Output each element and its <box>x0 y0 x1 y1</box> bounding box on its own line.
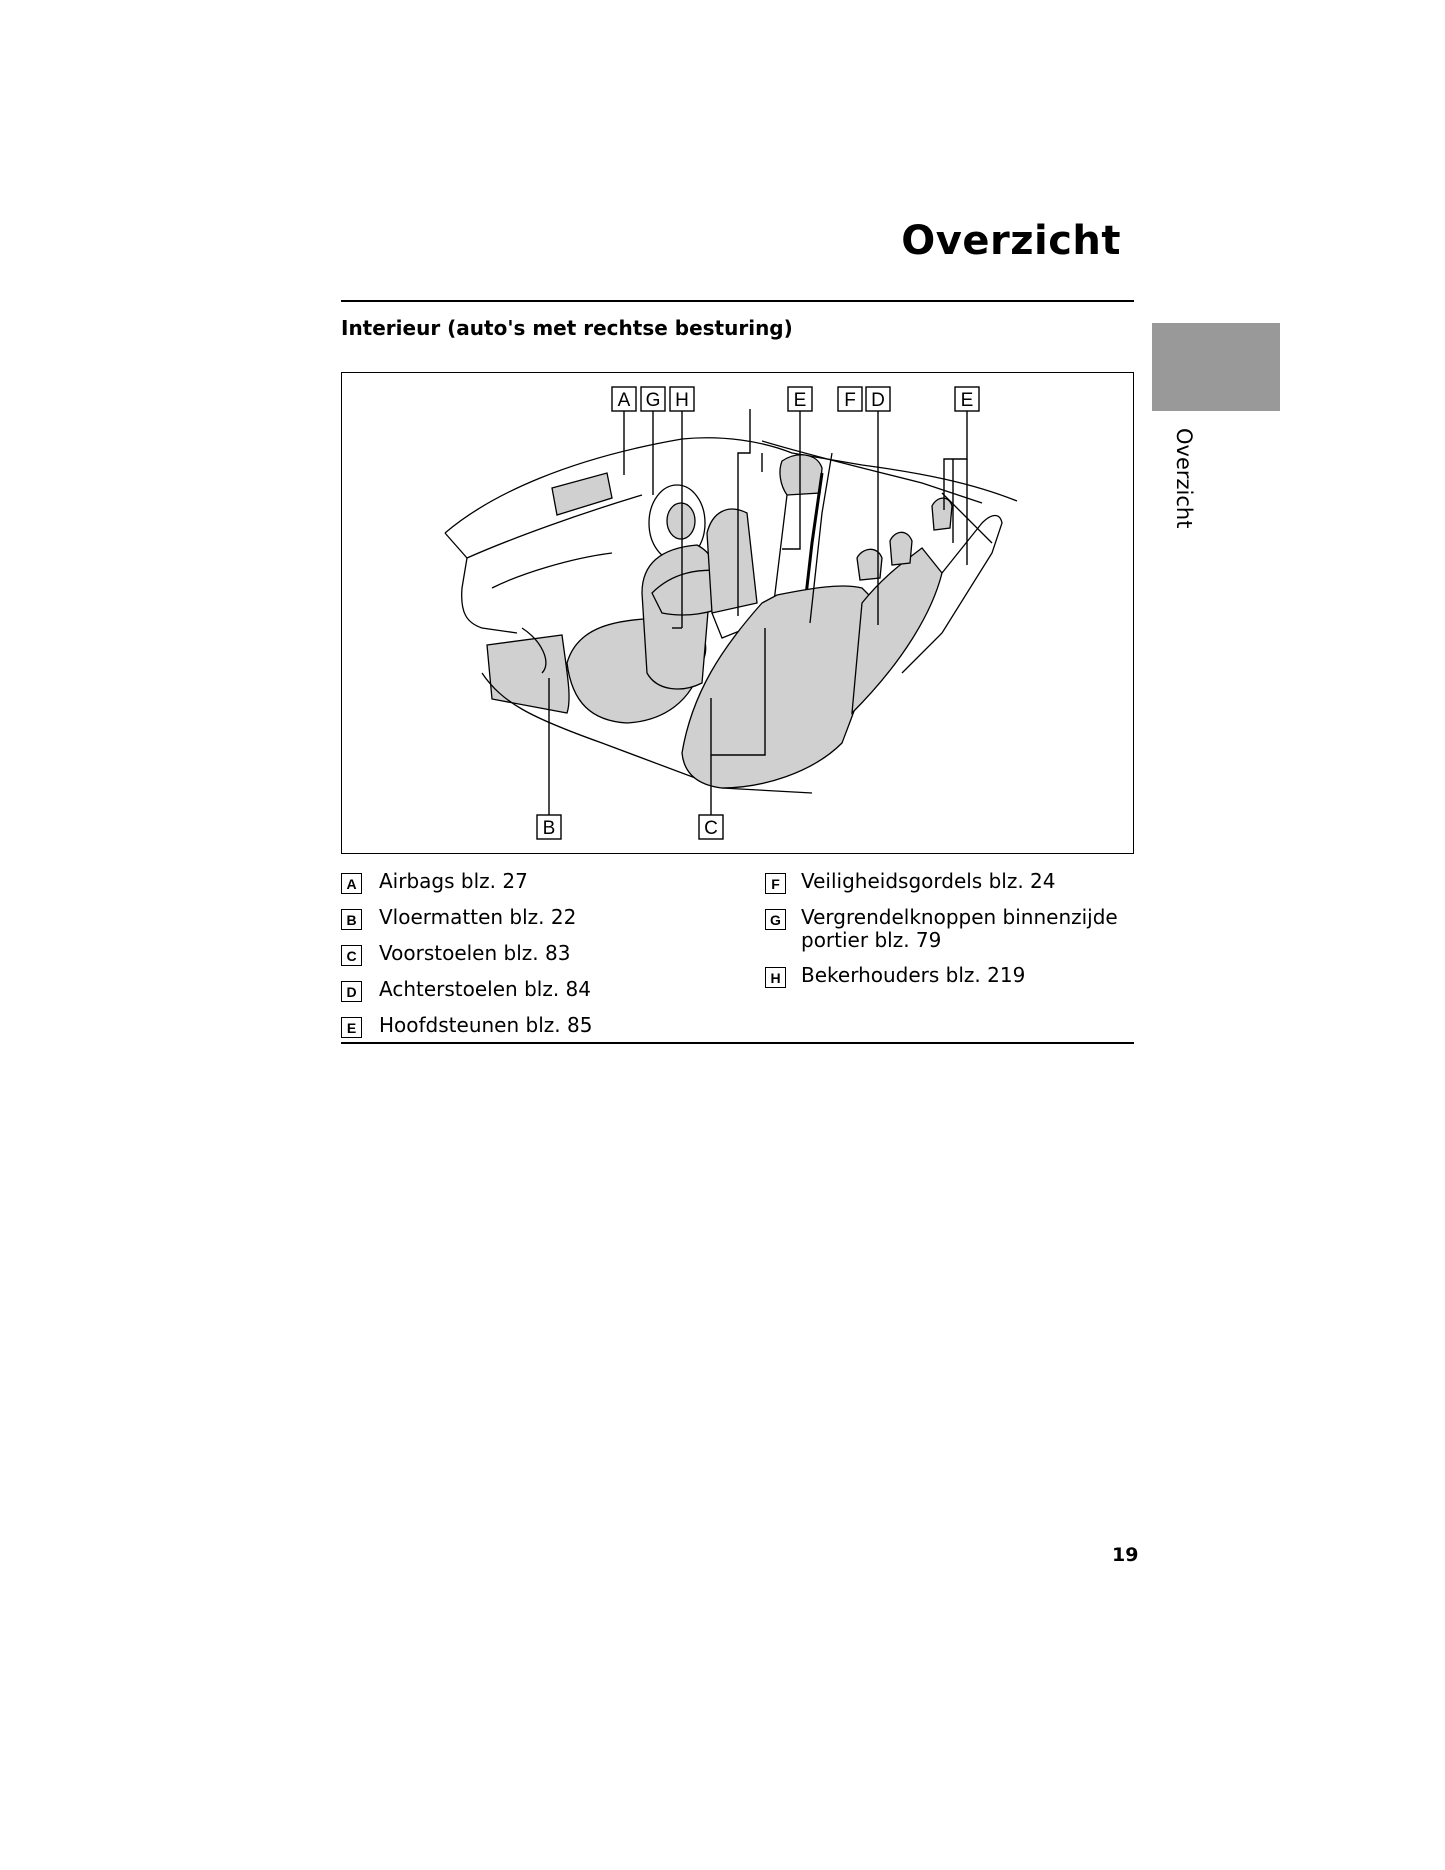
legend-item: E Hoofdsteunen blz. 85 <box>341 1014 592 1038</box>
callout-top-4: E <box>794 390 807 411</box>
rear-headrest-3 <box>931 497 953 531</box>
front-seat-back <box>641 544 714 690</box>
callout-top-5: F <box>844 390 856 411</box>
legend-key: D <box>341 981 362 1002</box>
callout-top-7: E <box>961 390 974 411</box>
legend-text: Airbags blz. 27 <box>379 869 528 893</box>
legend-text: Hoofdsteunen blz. 85 <box>379 1013 593 1037</box>
rear-seatback <box>851 547 943 715</box>
driver-seat-back <box>706 508 758 614</box>
legend-item: A Airbags blz. 27 <box>341 870 592 894</box>
legend-key: G <box>765 909 786 930</box>
legend-right: F Veiligheidsgordels blz. 24 G Vergrende… <box>765 870 1131 1000</box>
legend-item: C Voorstoelen blz. 83 <box>341 942 592 966</box>
page-number: 19 <box>1112 1544 1139 1566</box>
legend-key: E <box>341 1017 362 1038</box>
side-tab <box>1152 323 1280 411</box>
legend-text: Vergrendelknoppen binnenzijde portier bl… <box>801 905 1118 952</box>
callout-top-6: D <box>871 390 885 411</box>
page-title: Overzicht <box>901 218 1121 264</box>
legend-item: D Achterstoelen blz. 84 <box>341 978 592 1002</box>
section-heading: Interieur (auto's met rechtse besturing) <box>341 316 793 340</box>
legend-left: A Airbags blz. 27 B Vloermatten blz. 22 … <box>341 870 592 1050</box>
rear-headrest-2 <box>889 531 913 566</box>
callout-top-1: A <box>618 390 631 411</box>
legend-key: F <box>765 873 786 894</box>
legend-text: Bekerhouders blz. 219 <box>801 963 1026 987</box>
legend-text: Voorstoelen blz. 83 <box>379 941 571 965</box>
callout-top-2: G <box>646 390 661 411</box>
legend-item: G Vergrendelknoppen binnenzijde portier … <box>765 906 1131 952</box>
legend-text: Veiligheidsgordels blz. 24 <box>801 869 1056 893</box>
screen <box>551 472 613 516</box>
legend-key: A <box>341 873 362 894</box>
side-tab-label: Overzicht <box>1172 428 1196 529</box>
callout-top-3: H <box>675 390 689 411</box>
legend-text: Achterstoelen blz. 84 <box>379 977 591 1001</box>
callout-bottom-2: C <box>704 818 718 839</box>
interior-figure: A G H E F D E B C <box>341 372 1134 854</box>
legend-key: C <box>341 945 362 966</box>
legend-key: B <box>341 909 362 930</box>
bottom-rule <box>341 1042 1134 1044</box>
interior-illustration: A G H E F D E B C <box>444 386 1018 840</box>
legend-text: Vloermatten blz. 22 <box>379 905 577 929</box>
legend-item: H Bekerhouders blz. 219 <box>765 964 1131 988</box>
legend-item: F Veiligheidsgordels blz. 24 <box>765 870 1131 894</box>
top-rule <box>341 300 1134 302</box>
front-headrest <box>779 454 823 496</box>
dashboard-outline <box>444 437 1018 534</box>
rear-headrest-1 <box>856 548 883 581</box>
legend-item: B Vloermatten blz. 22 <box>341 906 592 930</box>
callout-bottom-1: B <box>543 818 556 839</box>
legend-key: H <box>765 967 786 988</box>
floor-mat-b <box>486 634 570 714</box>
